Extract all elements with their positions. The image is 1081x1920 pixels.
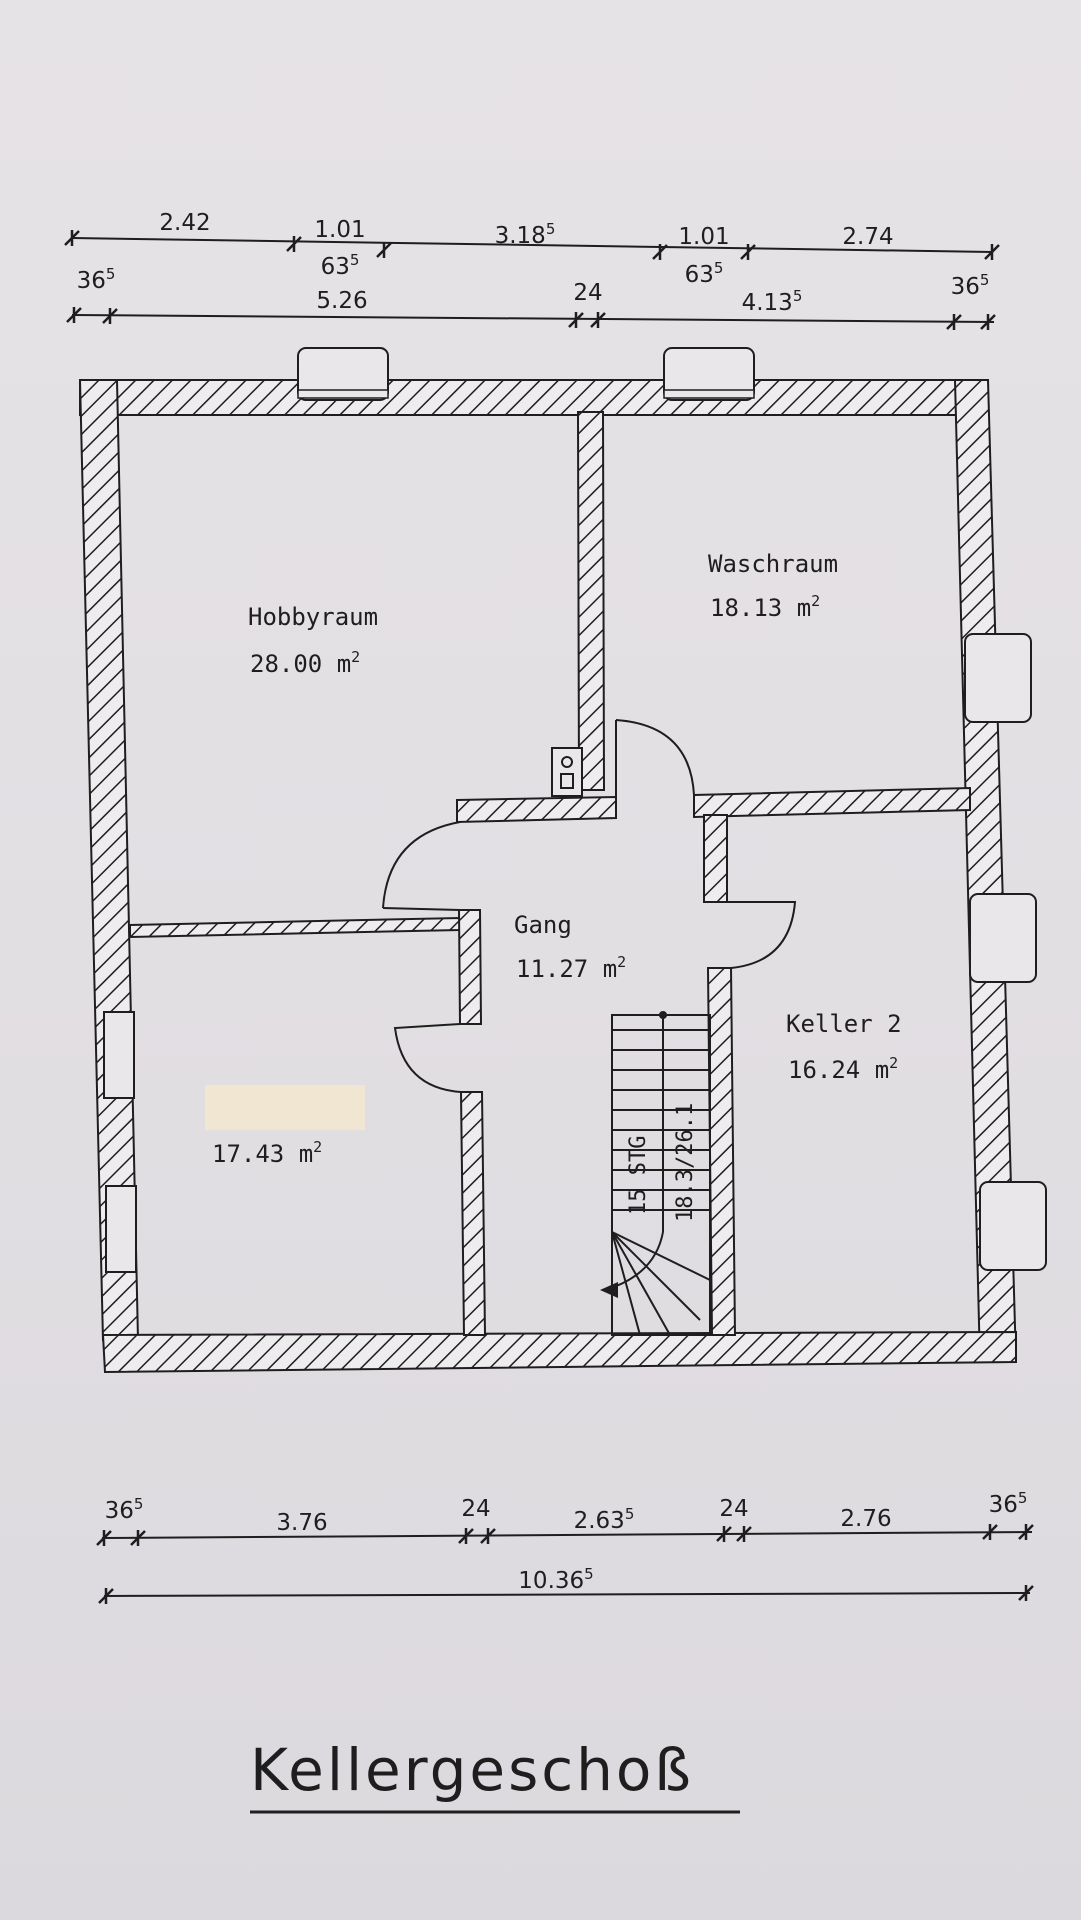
svg-text:Hobbyraum: Hobbyraum [248, 603, 378, 631]
stair-winder [611, 1231, 701, 1321]
svg-text:17.43 m2: 17.43 m2 [212, 1138, 322, 1168]
dimension-tick [1018, 1585, 1034, 1601]
dimension-tick [980, 314, 996, 330]
dimension-tick [716, 1526, 732, 1542]
dimension-tick [96, 1530, 112, 1546]
dimension-tick [568, 312, 584, 328]
dimension-label: 1.01 [314, 217, 365, 243]
staircase [600, 1011, 711, 1336]
svg-text:Keller 2: Keller 2 [786, 1010, 902, 1038]
svg-text:18.13 m2: 18.13 m2 [710, 592, 820, 622]
room-label-keller2: Keller 2 16.24 m2 [786, 1010, 902, 1084]
dimension-label: 635 [685, 259, 724, 288]
svg-text:11.27 m2: 11.27 m2 [516, 953, 626, 983]
dimension-tick [984, 244, 1000, 260]
label-sticker [205, 1085, 365, 1130]
svg-text:16.24 m2: 16.24 m2 [788, 1054, 898, 1084]
stair-winder [611, 1231, 641, 1336]
dimension-tick [652, 244, 668, 260]
room-label-waschraum: Waschraum 18.13 m2 [708, 550, 838, 622]
dimension-label-total: 10.365 [518, 1565, 593, 1594]
drawing-title: Kellergeschoß [250, 1736, 694, 1804]
dimension-label: 365 [989, 1489, 1028, 1518]
dimension-label: 24 [573, 280, 602, 306]
dimension-label: 1.01 [678, 224, 729, 250]
dimension-label: 365 [105, 1495, 144, 1524]
dimension-tick [98, 1588, 114, 1604]
dimension-label: 24 [719, 1496, 748, 1522]
svg-text:Gang: Gang [514, 911, 572, 939]
doors [382, 719, 797, 1093]
dimension-tick [458, 1528, 474, 1544]
dimension-label: 2.76 [840, 1506, 891, 1532]
outer-walls [78, 379, 1018, 1374]
window-top-right [663, 347, 755, 401]
windows [103, 347, 1047, 1273]
dimension-tick [66, 307, 82, 323]
dimension-tick [982, 1524, 998, 1540]
svg-text:28.00 m2: 28.00 m2 [250, 648, 360, 678]
dimension-tick [736, 1526, 752, 1542]
dimension-label: 2.635 [574, 1505, 635, 1534]
stair-steps-label: 15 STG [626, 1136, 651, 1215]
dimension-chain-top [64, 230, 1000, 330]
dimension-tick [130, 1530, 146, 1546]
window-right-1 [964, 633, 1032, 723]
window-left-1 [103, 1011, 135, 1099]
dimension-tick [376, 242, 392, 258]
dimension-label: 2.42 [159, 210, 210, 236]
dimension-tick [480, 1528, 496, 1544]
room-label-gang: Gang 11.27 m2 [514, 911, 626, 983]
dimension-label: 365 [77, 265, 116, 294]
dimension-tick [286, 236, 302, 252]
dimension-tick [590, 312, 606, 328]
stair-ratio-label: 18.3/26.1 [673, 1103, 698, 1222]
dimension-label: 3.185 [495, 220, 556, 249]
stair-winder [611, 1231, 711, 1281]
window-right-2 [969, 893, 1037, 983]
dimension-tick [946, 314, 962, 330]
dimension-tick [102, 308, 118, 324]
inner-walls [129, 411, 971, 1336]
window-right-3 [979, 1181, 1047, 1271]
dimension-label: 365 [951, 271, 990, 300]
svg-text:Waschraum: Waschraum [708, 550, 838, 578]
room-label-keller1: 17.43 m2 [212, 1138, 322, 1168]
dimension-label: 5.26 [316, 288, 367, 314]
dimension-label: 635 [321, 251, 360, 280]
dimension-tick [740, 244, 756, 260]
stair-winder [611, 1231, 671, 1336]
dimension-label: 4.135 [742, 287, 803, 316]
dimension-chain-bottom [96, 1524, 1034, 1604]
window-left-2 [105, 1185, 137, 1273]
dimension-label: 3.76 [276, 1510, 327, 1536]
window-top-left [297, 347, 389, 401]
dimension-tick [1018, 1524, 1034, 1540]
room-label-hobbyraum: Hobbyraum 28.00 m2 [248, 603, 378, 678]
dimension-tick [64, 230, 80, 246]
dimension-label: 2.74 [842, 224, 893, 250]
dimension-label: 24 [461, 1496, 490, 1522]
